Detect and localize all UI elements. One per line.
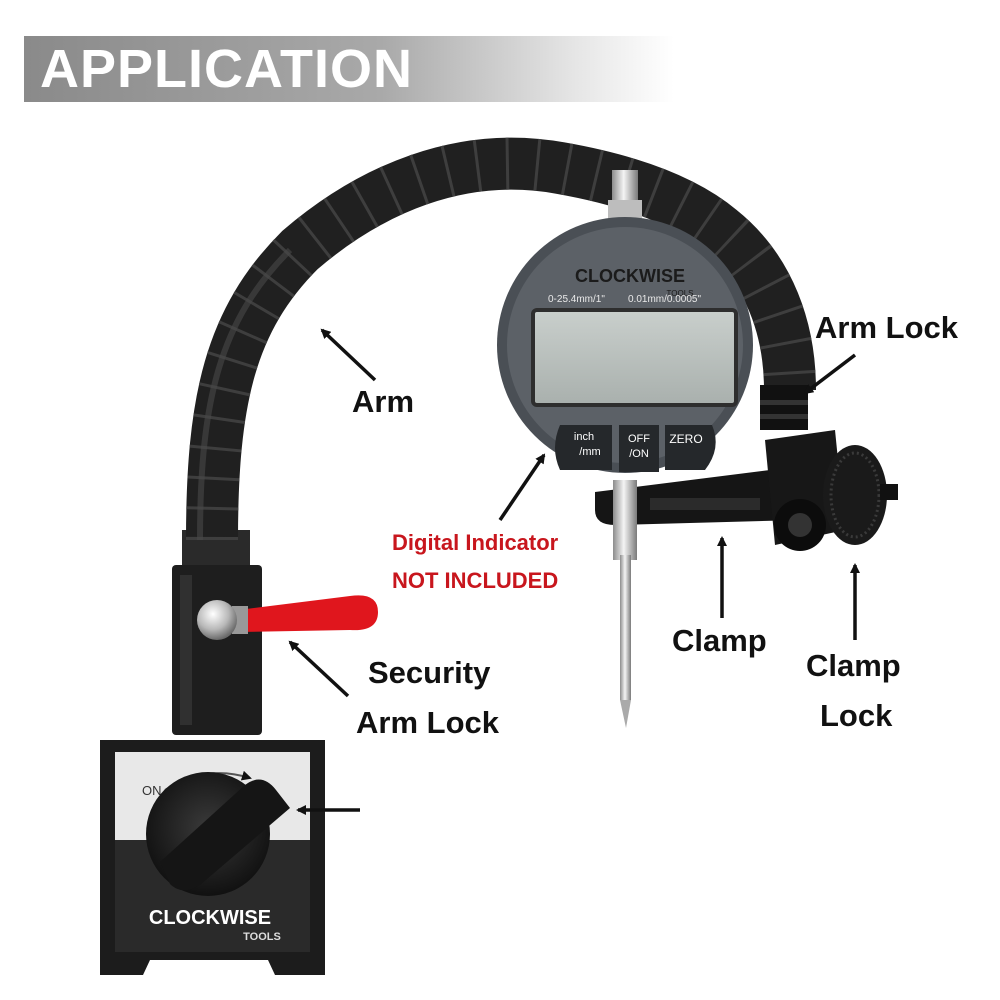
security-arm-lock[interactable] [197,595,378,640]
arrow-arm-lock-icon [803,353,857,395]
indicator-range-right: 0.01mm/0.0005" [628,294,701,305]
label-clamp-lock-1: Clamp [806,648,901,683]
title-banner [24,36,674,102]
clamp-assembly [595,385,898,551]
arrow-security-lock-icon [288,640,350,698]
clamp-lock[interactable] [823,445,898,545]
magnetic-base: ON CLOCKWISE TOOLS [100,740,325,975]
indicator-brand-sub: TOOLS [667,289,694,298]
digital-indicator: CLOCKWISE TOOLS 0-25.4mm/1" 0.01mm/0.000… [497,170,753,728]
off-on-label-2: /ON [629,448,649,460]
lcd-screen [531,308,738,407]
label-arm-lock: Arm Lock [815,310,958,345]
indicator-range-left: 0-25.4mm/1" [548,294,605,305]
zero-label: ZERO [669,432,702,446]
zero-button[interactable]: ZERO [665,425,716,470]
label-security-1: Security [368,655,491,690]
label-digital-indicator: Digital Indicator [392,530,559,555]
indicator-brand: CLOCKWISE [575,266,685,286]
label-clamp: Clamp [672,623,767,658]
arrow-indicator-icon [498,453,546,521]
label-security-2: Arm Lock [356,705,499,740]
inch-mm-label-2: /mm [579,446,600,458]
inch-mm-button[interactable]: inch /mm [555,425,612,470]
off-on-button[interactable]: OFF /ON [619,425,659,472]
inch-mm-label-1: inch [574,431,594,443]
label-clamp-lock-2: Lock [820,698,893,733]
base-brand-sub: TOOLS [243,931,281,943]
on-label: ON [142,783,162,798]
page-title: APPLICATION [40,39,413,99]
arrow-arm-icon [320,328,377,382]
base-brand: CLOCKWISE [149,907,271,929]
flexible-arm [186,137,816,541]
clamp[interactable] [595,470,800,525]
magnet-switch-handle[interactable] [160,779,290,891]
off-on-label-1: OFF [628,433,650,445]
label-not-included: NOT INCLUDED [392,568,559,593]
callout-arrows [288,328,860,815]
label-arm: Arm [352,384,415,419]
